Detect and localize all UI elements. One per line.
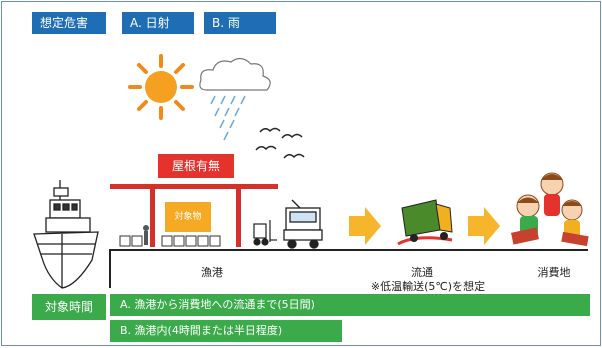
port-structure — [110, 184, 278, 247]
birds-icon — [255, 127, 305, 159]
truck-icon — [283, 199, 323, 249]
timeframe-option-a: A. 漁港から消費地への流通まで(5日間) — [110, 294, 590, 316]
hazard-rain-tag: B. 雨 — [204, 12, 276, 34]
hazard-sun-tag: A. 日射 — [122, 12, 194, 34]
arrow-distribution-to-consumption — [468, 207, 500, 245]
target-object-box: 対象物 — [165, 202, 211, 232]
delivery-truck-icon — [397, 199, 453, 246]
port-label: 漁港 — [201, 266, 223, 279]
fishing-ship-icon — [33, 180, 99, 289]
consumption-label: 消費地 — [537, 266, 571, 279]
timeframe-option-b: B. 漁港内(4時間または半日程度) — [110, 320, 342, 342]
family-icon — [511, 172, 589, 247]
hazard-header-tag: 想定危害 — [32, 12, 106, 34]
forklift-icon — [253, 220, 277, 246]
ground-line — [109, 249, 588, 288]
rain-cloud-icon — [199, 57, 271, 141]
arrow-port-to-distribution — [349, 207, 381, 245]
timeframe-header: 対象時間 — [32, 294, 106, 320]
cold-transport-note: ※低温輸送(5℃)を想定 — [370, 280, 486, 293]
roof-presence-label: 屋根有無 — [158, 154, 234, 178]
distribution-label: 流通 — [411, 266, 433, 279]
sun-icon — [128, 54, 194, 120]
